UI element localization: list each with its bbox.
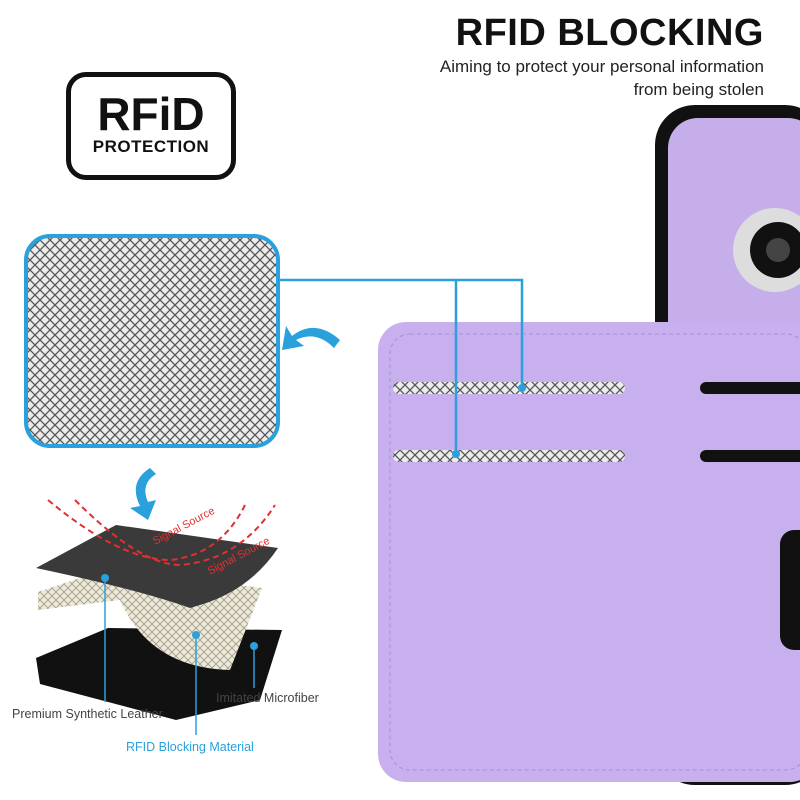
layer-diagram: Signal Source Signal Source <box>36 499 282 735</box>
subtitle-line: Aiming to protect your personal informat… <box>439 57 764 76</box>
arrow-down-icon <box>130 468 156 520</box>
wallet-flap <box>378 322 800 782</box>
arrow-left-icon <box>282 326 340 350</box>
page-title: RFID BLOCKING <box>455 12 764 54</box>
label-microfiber: Imitated Microfiber <box>216 691 319 705</box>
label-blocking-material: RFID Blocking Material <box>126 740 254 754</box>
connector-lines <box>278 278 524 454</box>
rfid-mesh-closeup <box>24 234 280 448</box>
subtitle: Aiming to protect your personal informat… <box>440 55 764 101</box>
badge-subtitle: PROTECTION <box>92 137 210 156</box>
rfid-protection-badge: RFiD PROTECTION <box>66 72 236 180</box>
subtitle-line: from being stolen <box>633 80 764 99</box>
label-leather: Premium Synthetic Leather <box>12 707 163 721</box>
badge-title: RFiD <box>97 88 205 140</box>
